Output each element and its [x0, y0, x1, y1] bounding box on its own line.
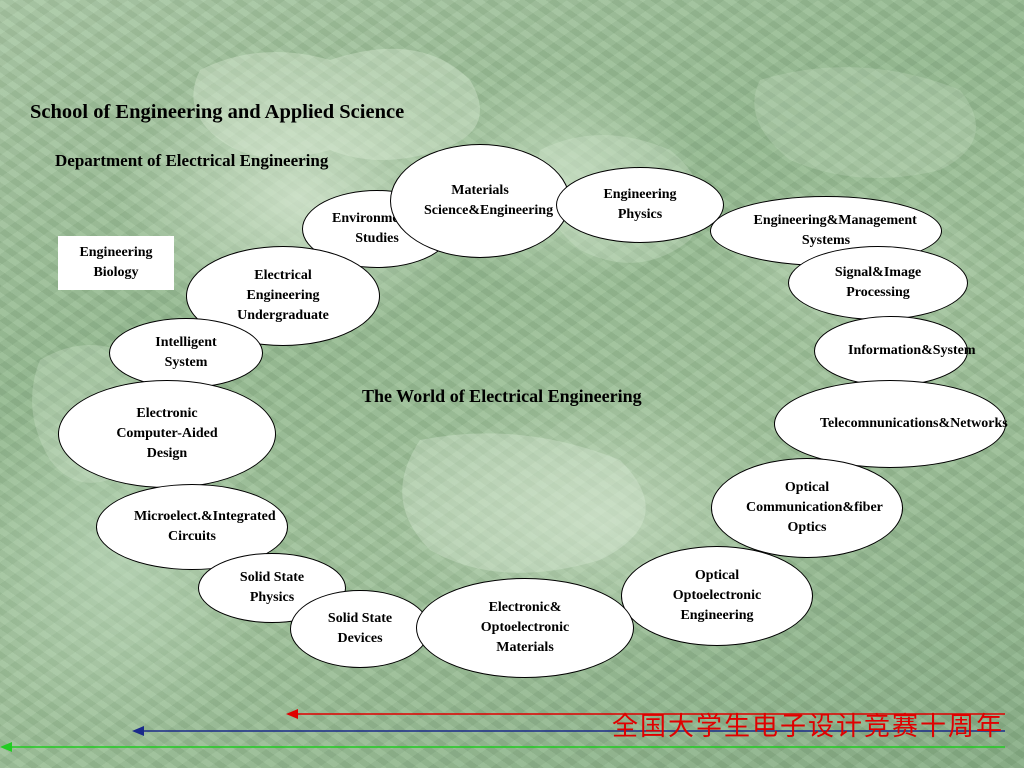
green-arrow [0, 742, 1005, 752]
red-arrow [286, 709, 1005, 719]
node-optical-optoelectronic-engineering: Optical Optoelectronic Engineering [621, 546, 813, 646]
node-engineering-physics: Engineering Physics [556, 167, 724, 243]
footer-chinese-title: 全国大学生电子设计竞赛十周年 [611, 712, 1004, 742]
node-intelligent-system: Intelligent System [109, 318, 263, 388]
node-signal-image-processing: Signal&Image Processing [788, 246, 968, 320]
node-optical-communication: Optical Communication&fiber Optics [711, 458, 903, 558]
center-title: The World of Electrical Engineering [362, 386, 642, 406]
node-telecommunications-networks: Telecomnunications&Networks [774, 380, 1008, 468]
node-solid-state-devices: Solid State Devices [290, 590, 430, 668]
node-electronic-computer-aided-design: Electronic Computer-Aided Design [58, 380, 276, 488]
node-materials-science: Materials Science&Engineering [390, 144, 570, 258]
blue-arrow [132, 726, 1005, 736]
node-electronic-optoelectronic-materials: Electronic& Optoelectronic Materials [416, 578, 634, 678]
school-title: School of Engineering and Applied Scienc… [30, 101, 405, 123]
engineering-biology-box: Engineering Biology [58, 236, 174, 290]
engineering-biology-label: Engineering Biology [79, 245, 153, 280]
department-title: Department of Electrical Engineering [55, 151, 329, 170]
